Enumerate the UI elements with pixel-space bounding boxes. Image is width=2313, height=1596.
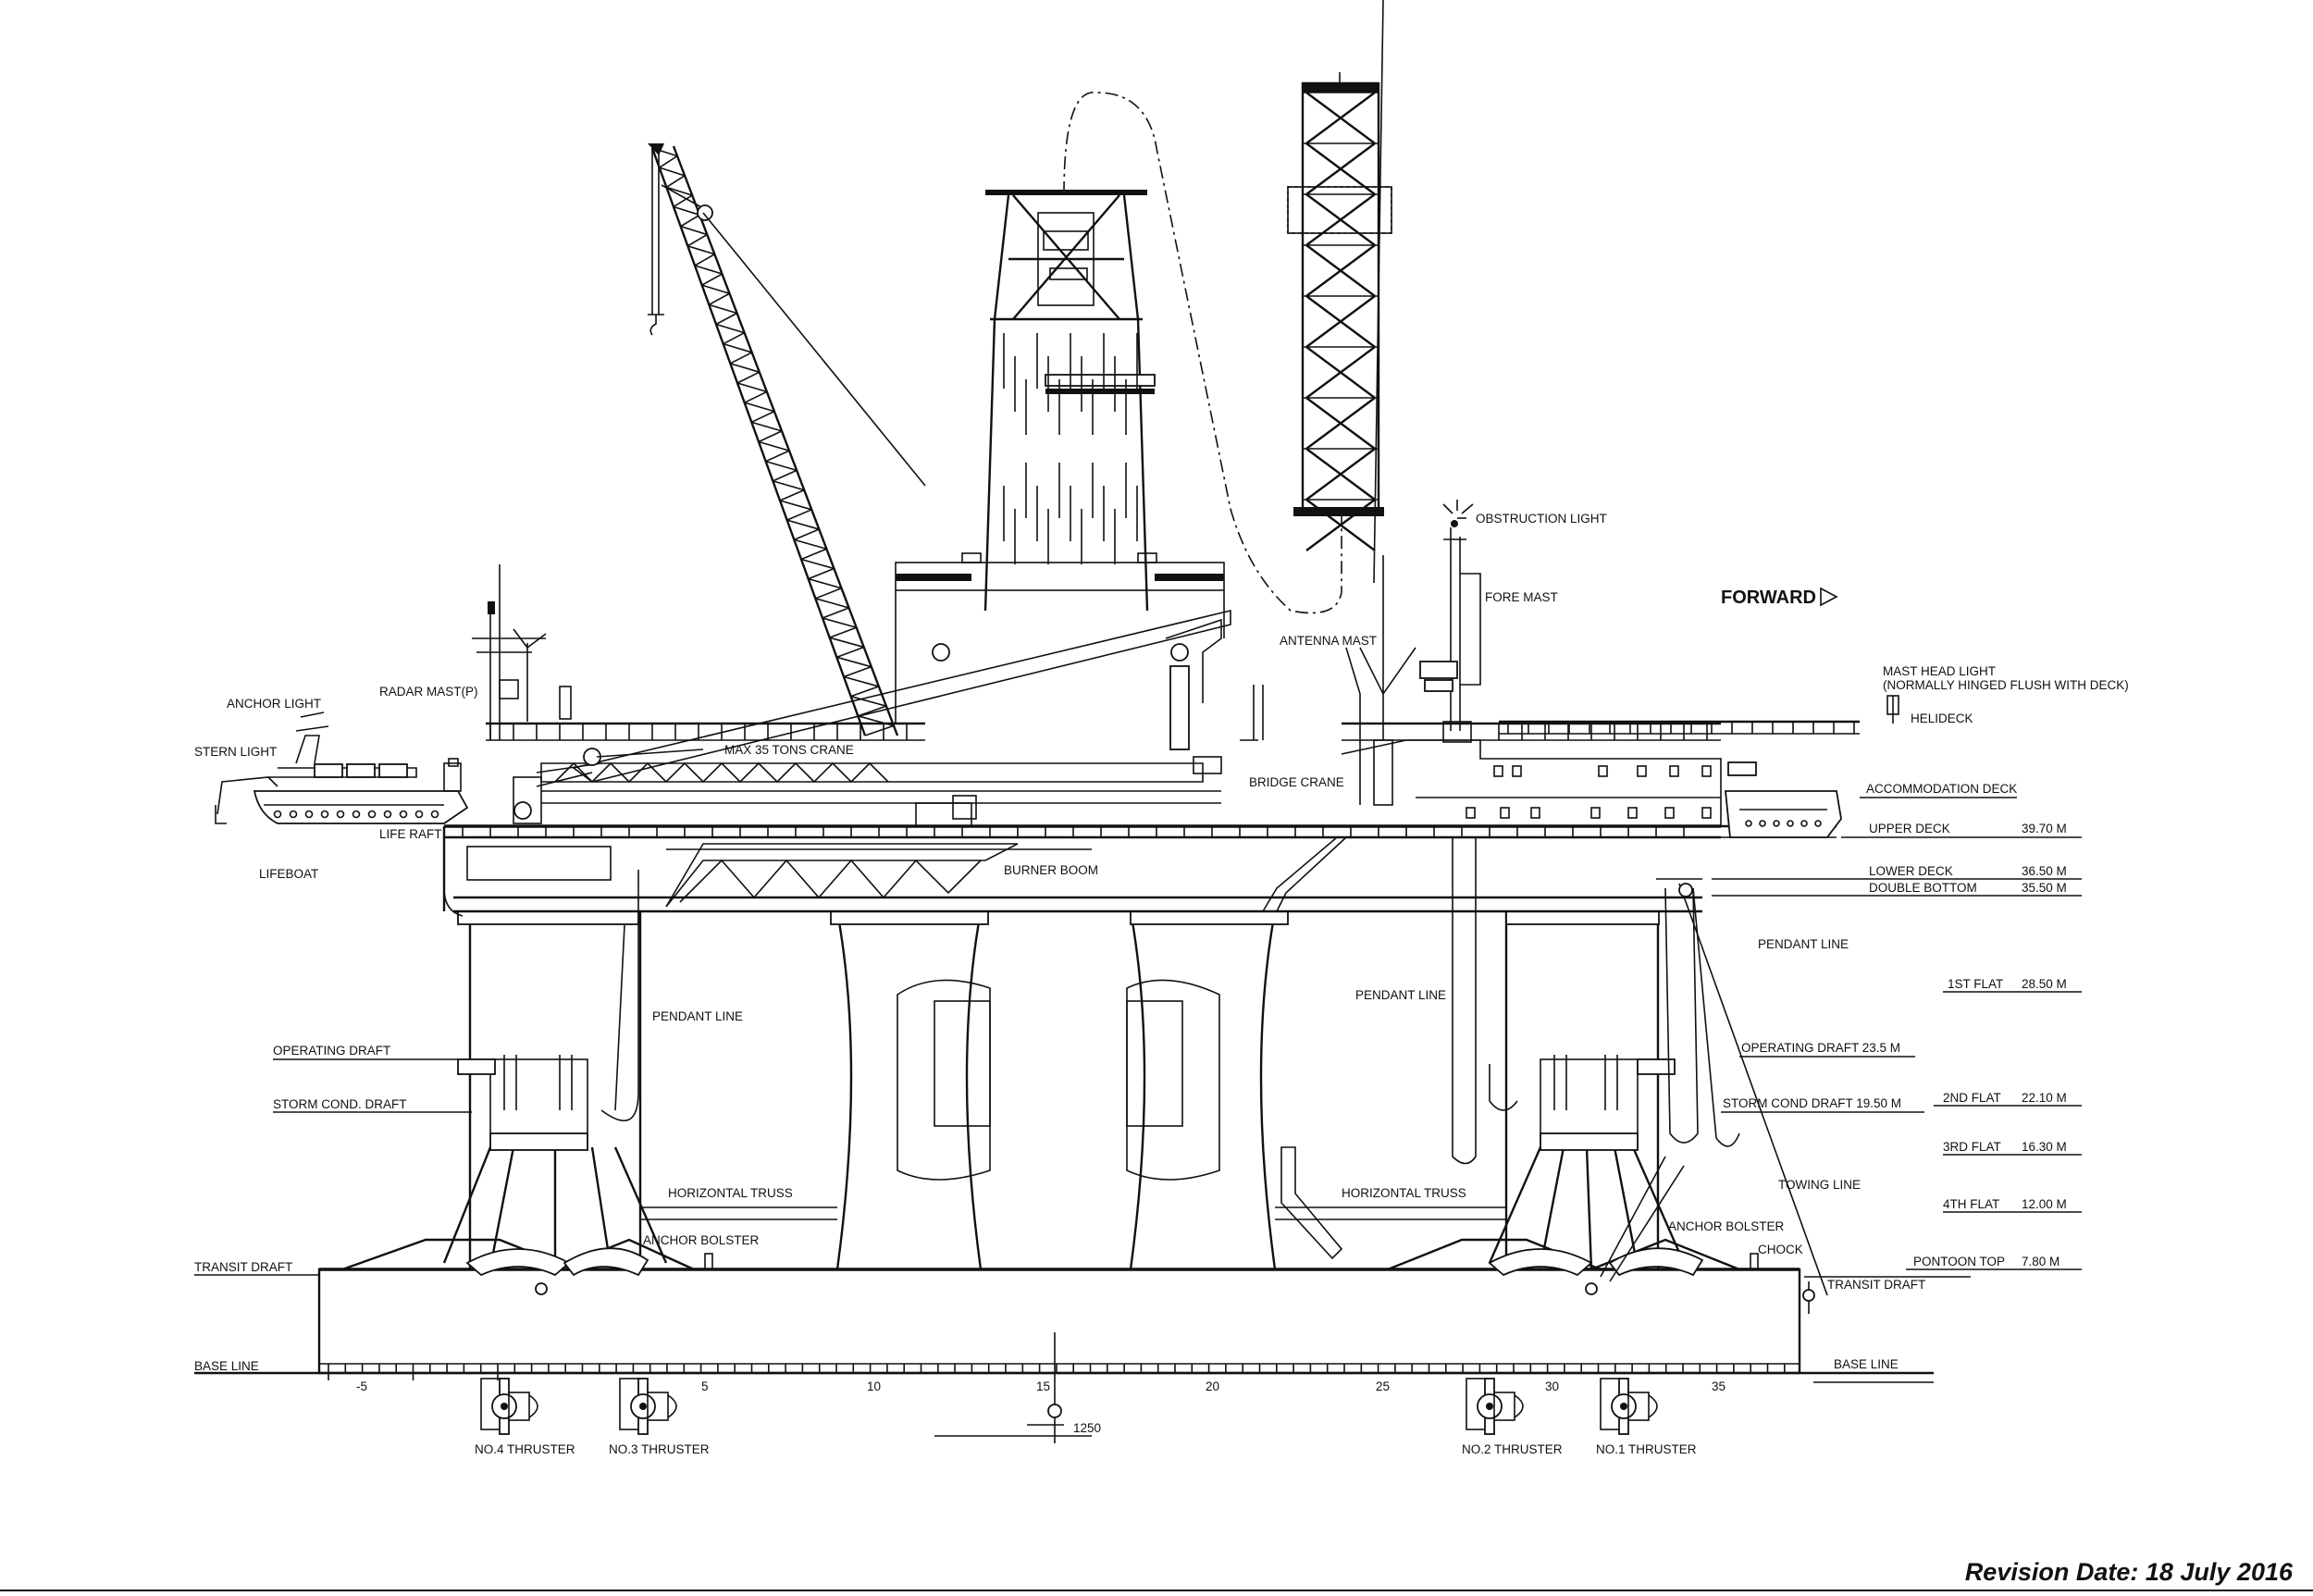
hose-outline (1063, 92, 1342, 614)
frame-scale-labels: -5 5 10 15 20 25 30 35 (356, 1379, 1725, 1393)
pendant-lines (600, 837, 1828, 1314)
level-name: 4TH FLAT (1943, 1197, 1999, 1211)
stern-structures (215, 564, 572, 917)
scale-label: 20 (1206, 1379, 1219, 1393)
scale-label: 35 (1712, 1379, 1725, 1393)
label-transit-draft-left: TRANSIT DRAFT (194, 1260, 292, 1274)
label-storm-cond-draft: STORM COND. DRAFT (273, 1097, 407, 1111)
forward-arrow-icon (1820, 587, 1838, 607)
level-name: 3RD FLAT (1943, 1140, 2001, 1154)
label-pendant-line-mid: PENDANT LINE (1355, 988, 1446, 1002)
level-value: 16.30 M (2022, 1140, 2067, 1154)
anchor-gear (535, 1156, 1759, 1295)
scale-label: 25 (1376, 1379, 1390, 1393)
labels: OBSTRUCTION LIGHT FORE MAST FORWARD ANTE… (194, 512, 2129, 1456)
thrusters (480, 1378, 1658, 1435)
level-labels: UPPER DECK 39.70 M LOWER DECK 36.50 M DO… (1869, 822, 2067, 1268)
scale-label: 5 (701, 1379, 709, 1393)
tower (1287, 72, 1392, 551)
level-value: 35.50 M (2022, 881, 2067, 895)
level-name: 2ND FLAT (1943, 1091, 2001, 1105)
scale-label: -5 (356, 1379, 367, 1393)
label-fore-mast: FORE MAST (1485, 590, 1558, 604)
label-forward: FORWARD (1721, 588, 1816, 608)
label-life-raft: LIFE RAFT (379, 827, 442, 841)
label-burner-boom: BURNER BOOM (1004, 863, 1098, 877)
label-chock: CHOCK (1758, 1243, 1803, 1256)
scale-label: 15 (1036, 1379, 1050, 1393)
forward-structures (1193, 0, 1899, 912)
label-anchor-light: ANCHOR LIGHT (227, 697, 321, 711)
scale-label: 30 (1545, 1379, 1559, 1393)
label-pendant-line-left: PENDANT LINE (652, 1009, 743, 1023)
dimension-1250 (934, 1332, 1092, 1443)
level-value: 7.80 M (2022, 1255, 2059, 1268)
bottom-rule (0, 1590, 2313, 1591)
label-mast-head-light: MAST HEAD LIGHT (1883, 664, 1996, 678)
columns (457, 910, 1660, 1270)
label-max-crane: MAX 35 TONS CRANE (724, 743, 854, 757)
derrick (895, 190, 1225, 750)
label-stern-light: STERN LIGHT (194, 745, 277, 759)
label-transit-draft-right: TRANSIT DRAFT (1827, 1278, 1925, 1292)
label-storm-cond-draft-right: STORM COND DRAFT 19.50 M (1723, 1096, 1901, 1110)
label-operating-draft: OPERATING DRAFT (273, 1044, 390, 1058)
label-pendant-line-right: PENDANT LINE (1758, 937, 1849, 951)
label-helideck: HELIDECK (1911, 711, 1973, 725)
label-horizontal-truss-left: HORIZONTAL TRUSS (668, 1186, 793, 1200)
level-name: UPPER DECK (1869, 822, 1950, 835)
label-towing-line: TOWING LINE (1778, 1178, 1861, 1192)
label-thruster-3: NO.3 THRUSTER (609, 1442, 710, 1456)
label-lifeboat: LIFEBOAT (259, 867, 318, 881)
level-name: 1ST FLAT (1948, 977, 2003, 991)
bracing (341, 1146, 1740, 1277)
label-base-line-right: BASE LINE (1834, 1357, 1899, 1371)
label-accommodation-deck: ACCOMMODATION DECK (1866, 782, 2017, 796)
revision-date: Revision Date: 18 July 2016 (1964, 1558, 2293, 1586)
anchor-winches (457, 1055, 1676, 1151)
left-leader-lines (194, 1058, 472, 1276)
label-anchor-bolster-left: ANCHOR BOLSTER (643, 1233, 760, 1247)
level-value: 12.00 M (2022, 1197, 2067, 1211)
label-operating-draft-right: OPERATING DRAFT 23.5 M (1741, 1041, 1900, 1055)
right-leader-lines (1712, 797, 2082, 1383)
level-value: 36.50 M (2022, 864, 2067, 878)
level-value: 39.70 M (2022, 822, 2067, 835)
level-name: DOUBLE BOTTOM (1869, 881, 1977, 895)
deck-box (442, 824, 1837, 913)
superstructure (486, 722, 1722, 827)
label-bridge-crane: BRIDGE CRANE (1249, 775, 1344, 789)
label-thruster-1: NO.1 THRUSTER (1596, 1442, 1697, 1456)
label-thruster-2: NO.2 THRUSTER (1462, 1442, 1563, 1456)
level-name: LOWER DECK (1869, 864, 1953, 878)
label-spacing: 1250 (1073, 1421, 1101, 1435)
label-antenna-mast: ANTENNA MAST (1280, 634, 1377, 648)
crane (513, 143, 1231, 824)
level-value: 22.10 M (2022, 1091, 2067, 1105)
label-radar-mast: RADAR MAST(P) (379, 685, 478, 699)
label-mast-head-light-note: (NORMALLY HINGED FLUSH WITH DECK) (1883, 678, 2129, 692)
level-name: PONTOON TOP (1913, 1255, 2005, 1268)
level-value: 28.50 M (2022, 977, 2067, 991)
label-horizontal-truss-right: HORIZONTAL TRUSS (1342, 1186, 1466, 1200)
label-base-line-left: BASE LINE (194, 1359, 259, 1373)
label-anchor-bolster-right: ANCHOR BOLSTER (1668, 1219, 1785, 1233)
label-obstruction-light: OBSTRUCTION LIGHT (1476, 512, 1607, 526)
label-thruster-4: NO.4 THRUSTER (475, 1442, 575, 1456)
scale-label: 10 (867, 1379, 881, 1393)
base-line-scale (194, 1363, 1934, 1380)
